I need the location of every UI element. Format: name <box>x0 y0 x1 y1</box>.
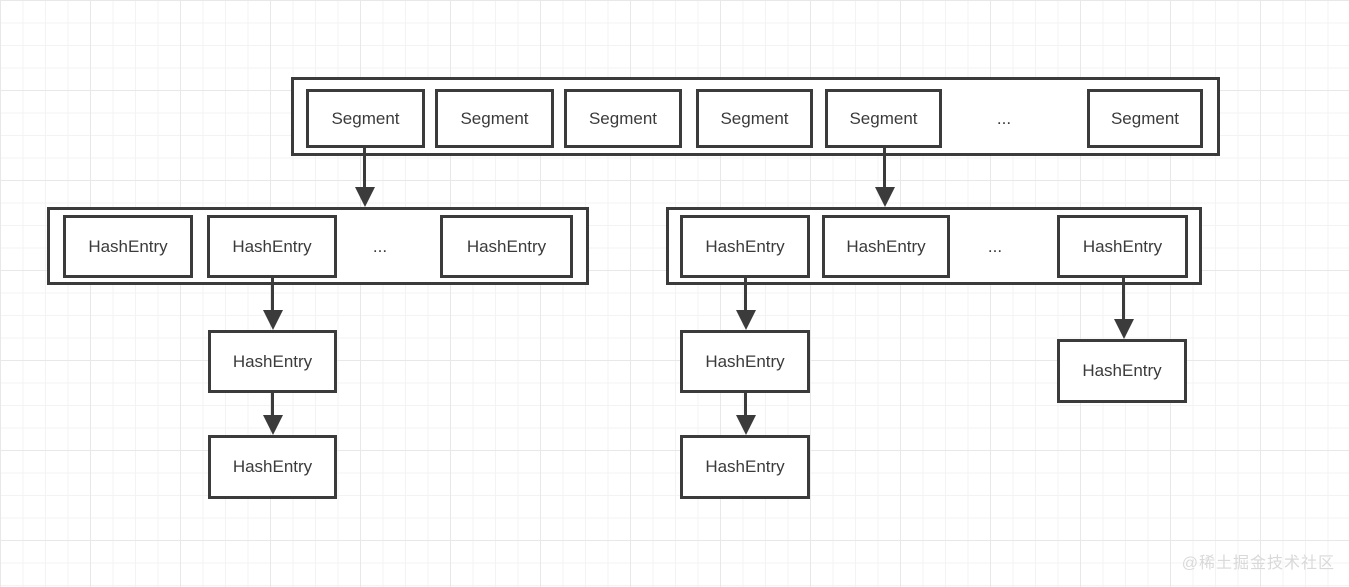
arrow-leftbucket-to-chain1 <box>262 278 283 330</box>
hashentry-box: HashEntry <box>680 435 810 499</box>
hashentry-box: HashEntry <box>208 330 337 393</box>
arrow-leftchain1-to-chain2 <box>262 393 283 435</box>
right-bucket-array-container: HashEntry HashEntry ... HashEntry <box>666 207 1202 285</box>
segment-box: Segment <box>435 89 554 148</box>
hashentry-box: HashEntry <box>1057 339 1187 403</box>
hashentry-box: HashEntry <box>680 215 810 278</box>
hashentry-box: HashEntry <box>1057 215 1188 278</box>
segment-box: Segment <box>825 89 942 148</box>
ellipsis-label: ... <box>372 237 388 256</box>
segment-array-container: Segment Segment Segment Segment Segment … <box>291 77 1220 156</box>
segment-box: Segment <box>696 89 813 148</box>
hashentry-box: HashEntry <box>208 435 337 499</box>
segment-box: Segment <box>564 89 682 148</box>
segment-box: Segment <box>1087 89 1203 148</box>
hashentry-box: HashEntry <box>440 215 573 278</box>
arrow-rightbucket-to-tail <box>1113 278 1134 339</box>
hashentry-box: HashEntry <box>207 215 337 278</box>
watermark-text: @稀土掘金技术社区 <box>1181 555 1335 572</box>
arrow-segment5-to-right-bucket <box>874 148 895 207</box>
hashentry-box: HashEntry <box>822 215 950 278</box>
arrow-rightbucket-to-chain1 <box>735 278 756 330</box>
segment-box: Segment <box>306 89 425 148</box>
left-bucket-array-container: HashEntry HashEntry ... HashEntry <box>47 207 589 285</box>
ellipsis-label: ... <box>987 237 1003 256</box>
hashentry-box: HashEntry <box>680 330 810 393</box>
ellipsis-label: ... <box>996 109 1012 128</box>
arrow-rightchain1-to-chain2 <box>735 393 756 435</box>
arrow-segment1-to-left-bucket <box>354 148 375 207</box>
hashentry-box: HashEntry <box>63 215 193 278</box>
